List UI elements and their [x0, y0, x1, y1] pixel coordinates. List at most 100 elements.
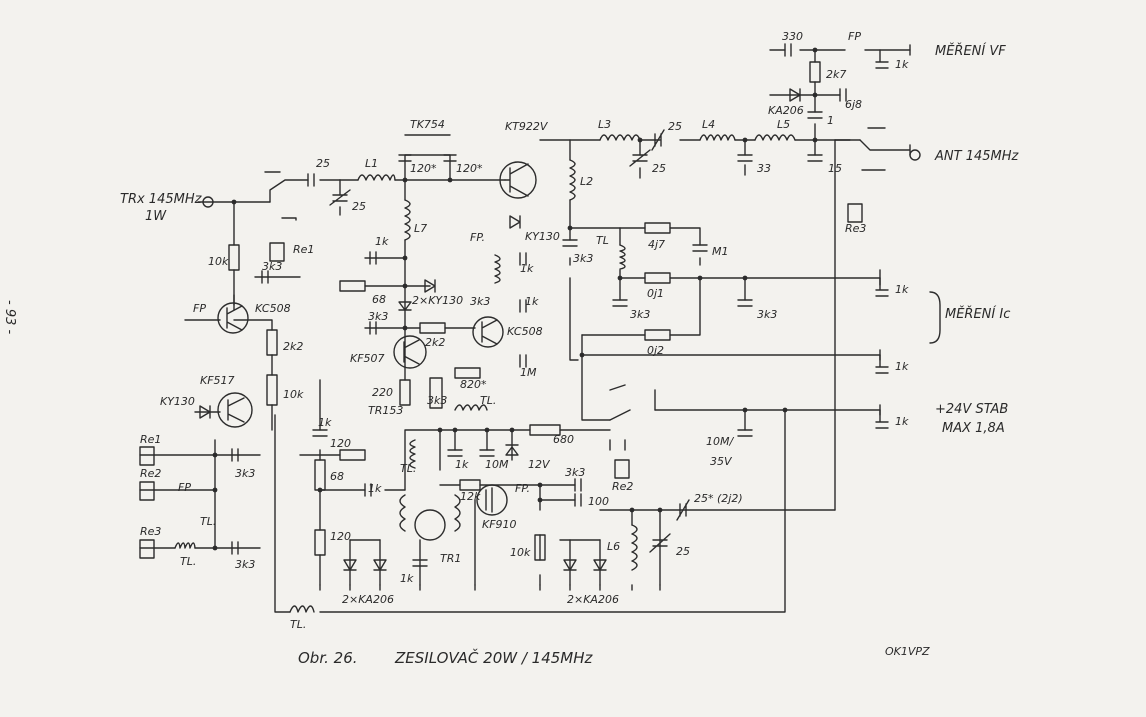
kf910-symbol — [476, 484, 508, 516]
l5-symbol — [754, 134, 796, 141]
r680-symbol — [529, 424, 561, 436]
r10k-b-symbol — [266, 374, 278, 406]
kf507-label: KF507 — [350, 352, 385, 365]
fp-top-label: FP — [848, 30, 861, 43]
fp-ll-label: FP — [178, 481, 191, 494]
meas-ic-label: MĚŘENÍ Ic — [945, 306, 1010, 322]
r68-label: 68 — [372, 293, 386, 306]
kt922v-symbol — [499, 161, 537, 199]
l7-label: L7 — [414, 222, 427, 235]
l5-label: L5 — [777, 118, 790, 131]
c3k3-input-symbol — [261, 270, 269, 284]
trx-input-label: TRx 145MHz — [120, 192, 203, 207]
tl-ll-label: TL. — [180, 555, 196, 568]
c1k-r3-label: 1k — [895, 415, 909, 428]
wiring — [139, 49, 911, 613]
kc508-b-symbol — [472, 316, 504, 348]
c25d-label: 25 — [652, 162, 666, 175]
c10m35-symbol — [737, 429, 753, 437]
c1k-r2-symbol — [875, 354, 889, 374]
c100-label: 100 — [588, 495, 609, 508]
c6j8-label: 6j8 — [845, 98, 862, 111]
re3-top-symbol — [847, 203, 863, 223]
tr153-label: TR153 — [368, 404, 403, 417]
zener-12v-symbol — [505, 444, 519, 456]
c1k-r2-label: 1k — [895, 360, 909, 373]
c25-trimmer-c-symbol — [649, 533, 671, 553]
fp-l-label: FP — [193, 302, 206, 315]
r0j2-symbol — [644, 329, 671, 341]
tl-bot2-label: TL. — [400, 462, 416, 475]
l1-symbol — [357, 174, 396, 181]
ka206x2-a-label: 2×KA206 — [342, 593, 394, 606]
c3k3-d-label: 3k3 — [630, 308, 650, 321]
c3k3-e-label: 3k3 — [757, 308, 777, 321]
port-labels: TRx 145MHz 1W MĚŘENÍ VF ANT 145MHz MĚŘEN… — [120, 43, 1019, 436]
trx-power-label: 1W — [145, 209, 167, 224]
c3k3-mid-label: 3k3 — [573, 252, 593, 265]
c25-trimmer-b-symbol — [629, 149, 651, 167]
r4j7-label: 4j7 — [648, 238, 665, 251]
re2-b-symbol — [139, 481, 155, 501]
c1k-bot2-label: 1k — [368, 482, 382, 495]
re3-b-symbol — [139, 539, 155, 559]
c120-a-symbol — [398, 154, 412, 162]
fp-kf-label: FP. — [515, 482, 530, 495]
r820-symbol — [454, 367, 481, 379]
r0j1-label: 0j1 — [647, 287, 664, 300]
trx-jack-symbol — [202, 196, 214, 208]
c1k-b-symbol — [519, 299, 527, 313]
c3k3-g-symbol — [231, 541, 239, 555]
c33-label: 33 — [757, 162, 771, 175]
kf517-label: KF517 — [200, 374, 235, 387]
r12k-label: 12k — [460, 490, 481, 503]
tr1-core-symbol — [414, 509, 446, 541]
ka206-a1-symbol — [343, 559, 357, 571]
re2-symbol — [614, 459, 630, 479]
ant-jack-symbol — [909, 149, 921, 161]
kt922v-label: KT922V — [505, 120, 549, 133]
r10k-label: 10k — [208, 255, 229, 268]
figure-title: ZESILOVAČ 20W / 145MHz — [394, 648, 594, 667]
c25b-label: 25 — [352, 200, 366, 213]
r120-b-label: 120 — [330, 530, 351, 543]
r10k-symbol — [228, 244, 240, 271]
r3k3-label: 3k3 — [470, 295, 490, 308]
component-symbols — [139, 43, 941, 613]
cm1-label: M1 — [712, 245, 729, 258]
l6-symbol — [631, 524, 638, 571]
r680-label: 680 — [553, 433, 574, 446]
re2-contacts-symbol — [609, 384, 656, 421]
kc508-b-label: KC508 — [507, 325, 543, 338]
c1m-label: 1M — [520, 366, 537, 379]
re1-b-symbol — [139, 446, 155, 466]
ky130-l-label: KY130 — [160, 395, 195, 408]
ka206-a2-symbol — [373, 559, 387, 571]
meas-rf-label: MĚŘENÍ VF — [935, 43, 1006, 59]
c3k3-e-symbol — [737, 299, 753, 307]
c33-symbol — [737, 154, 753, 162]
c1k-fb-symbol — [519, 252, 527, 266]
l3-label: L3 — [598, 118, 611, 131]
c3k3-re1-label: 3k3 — [262, 260, 282, 273]
tl-low-label: TL. — [480, 394, 496, 407]
c3k3-b-label: 3k3 — [368, 310, 388, 323]
ky130-c-symbol — [398, 301, 412, 311]
tk754-label: TK754 — [410, 118, 445, 131]
ka206-top-symbol — [789, 88, 801, 102]
tl-l-symbol — [174, 542, 196, 549]
v35-label: 35V — [710, 455, 733, 468]
c1k-bot-symbol — [312, 429, 328, 437]
ky130x2-label: 2×KY130 — [412, 294, 463, 307]
page-marker: - 93 - — [2, 300, 17, 334]
r68-b-label: 68 — [330, 470, 344, 483]
c6j8-symbol — [839, 88, 847, 102]
c1k-l7-symbol — [369, 251, 377, 265]
l2-label: L2 — [580, 175, 593, 188]
r220-label: 220 — [372, 386, 393, 399]
ka206-top-label: KA206 — [768, 104, 804, 117]
re1-b-label: Re1 — [140, 433, 161, 446]
kc508-a-label: KC508 — [255, 302, 291, 315]
c1k-top-symbol — [875, 49, 889, 69]
ant-label: ANT 145MHz — [934, 149, 1019, 164]
